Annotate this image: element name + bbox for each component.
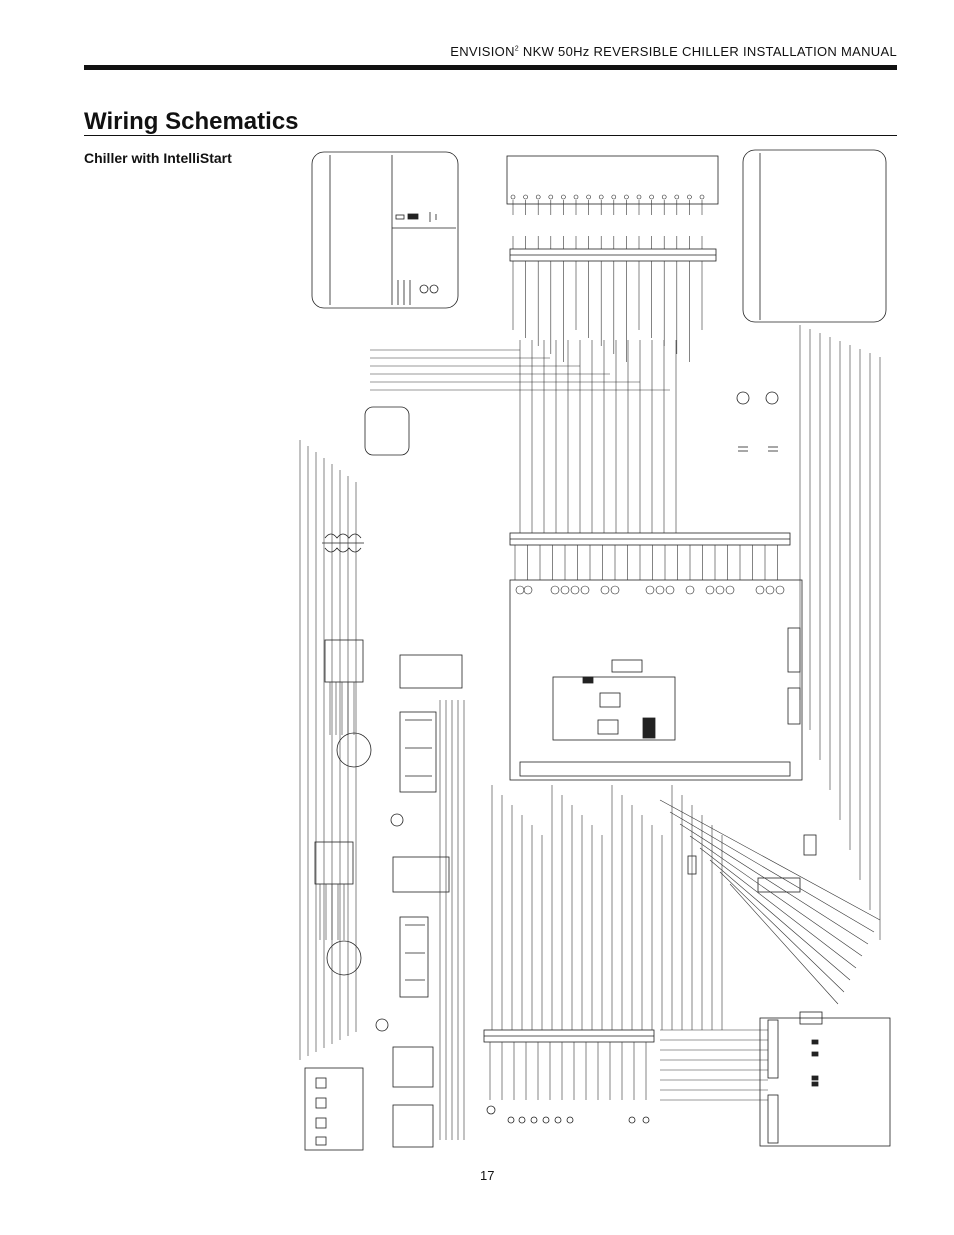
terminal — [674, 194, 680, 200]
manual-brand-superscript: 2 — [514, 45, 519, 53]
board-component — [755, 585, 765, 595]
page-title: Wiring Schematics — [84, 108, 299, 135]
terminal — [523, 194, 528, 200]
manual-brand: ENVISION — [450, 44, 515, 59]
terminal — [598, 194, 604, 200]
board-component — [523, 585, 533, 595]
board-component — [570, 585, 580, 595]
wire — [719, 871, 845, 993]
board-component — [610, 585, 620, 595]
terminal — [535, 194, 541, 200]
terminal — [611, 194, 617, 200]
board-component — [775, 585, 785, 595]
title-rule — [84, 135, 897, 136]
board-component — [705, 585, 715, 595]
terminal — [649, 194, 654, 200]
board-component — [665, 585, 675, 595]
board-component — [560, 585, 570, 595]
board-component — [600, 585, 610, 595]
terminal — [573, 194, 579, 200]
bottom-left-relay-group — [304, 1046, 434, 1151]
terminal — [548, 194, 554, 200]
board-component — [550, 585, 560, 595]
wire — [659, 799, 881, 921]
terminal — [586, 194, 591, 200]
wire-bundle-block — [364, 406, 410, 456]
fan-components — [687, 391, 817, 893]
terminal — [661, 194, 667, 200]
transformer — [322, 533, 364, 553]
terminal — [624, 194, 629, 200]
manual-header: ENVISION2 NKW 50Hz REVERSIBLE CHILLER IN… — [450, 44, 897, 59]
section-subtitle: Chiller with IntelliStart — [84, 150, 232, 166]
main-control-board — [509, 579, 803, 781]
wire — [669, 811, 875, 933]
compressor-1-circuit — [324, 639, 463, 827]
board-component — [685, 585, 695, 595]
board-component — [645, 585, 655, 595]
board-component — [715, 585, 725, 595]
wire — [689, 835, 863, 957]
right-control-panel — [742, 149, 887, 323]
compressor-2-circuit — [314, 841, 450, 1032]
terminal — [699, 194, 705, 200]
terminal — [561, 194, 566, 200]
wire — [699, 847, 857, 969]
board-component — [655, 585, 665, 595]
terminal — [510, 194, 516, 200]
top-terminal-block — [506, 155, 719, 262]
board-component — [725, 585, 735, 595]
terminal — [636, 194, 642, 200]
board-component — [765, 585, 775, 595]
page-number: 17 — [480, 1168, 495, 1183]
terminal-group — [510, 194, 785, 595]
board-component — [580, 585, 590, 595]
wire — [709, 859, 851, 981]
expansion-board — [759, 1011, 891, 1147]
wire — [729, 883, 839, 1005]
sensor-row — [486, 1105, 650, 1124]
thermostat-panel — [311, 151, 459, 309]
manual-title-rest: NKW 50Hz REVERSIBLE CHILLER INSTALLATION… — [518, 44, 897, 59]
board-component — [515, 585, 525, 595]
wire — [679, 823, 869, 945]
header-rule — [84, 65, 897, 70]
terminal — [687, 194, 692, 200]
wire-group — [299, 200, 881, 1140]
